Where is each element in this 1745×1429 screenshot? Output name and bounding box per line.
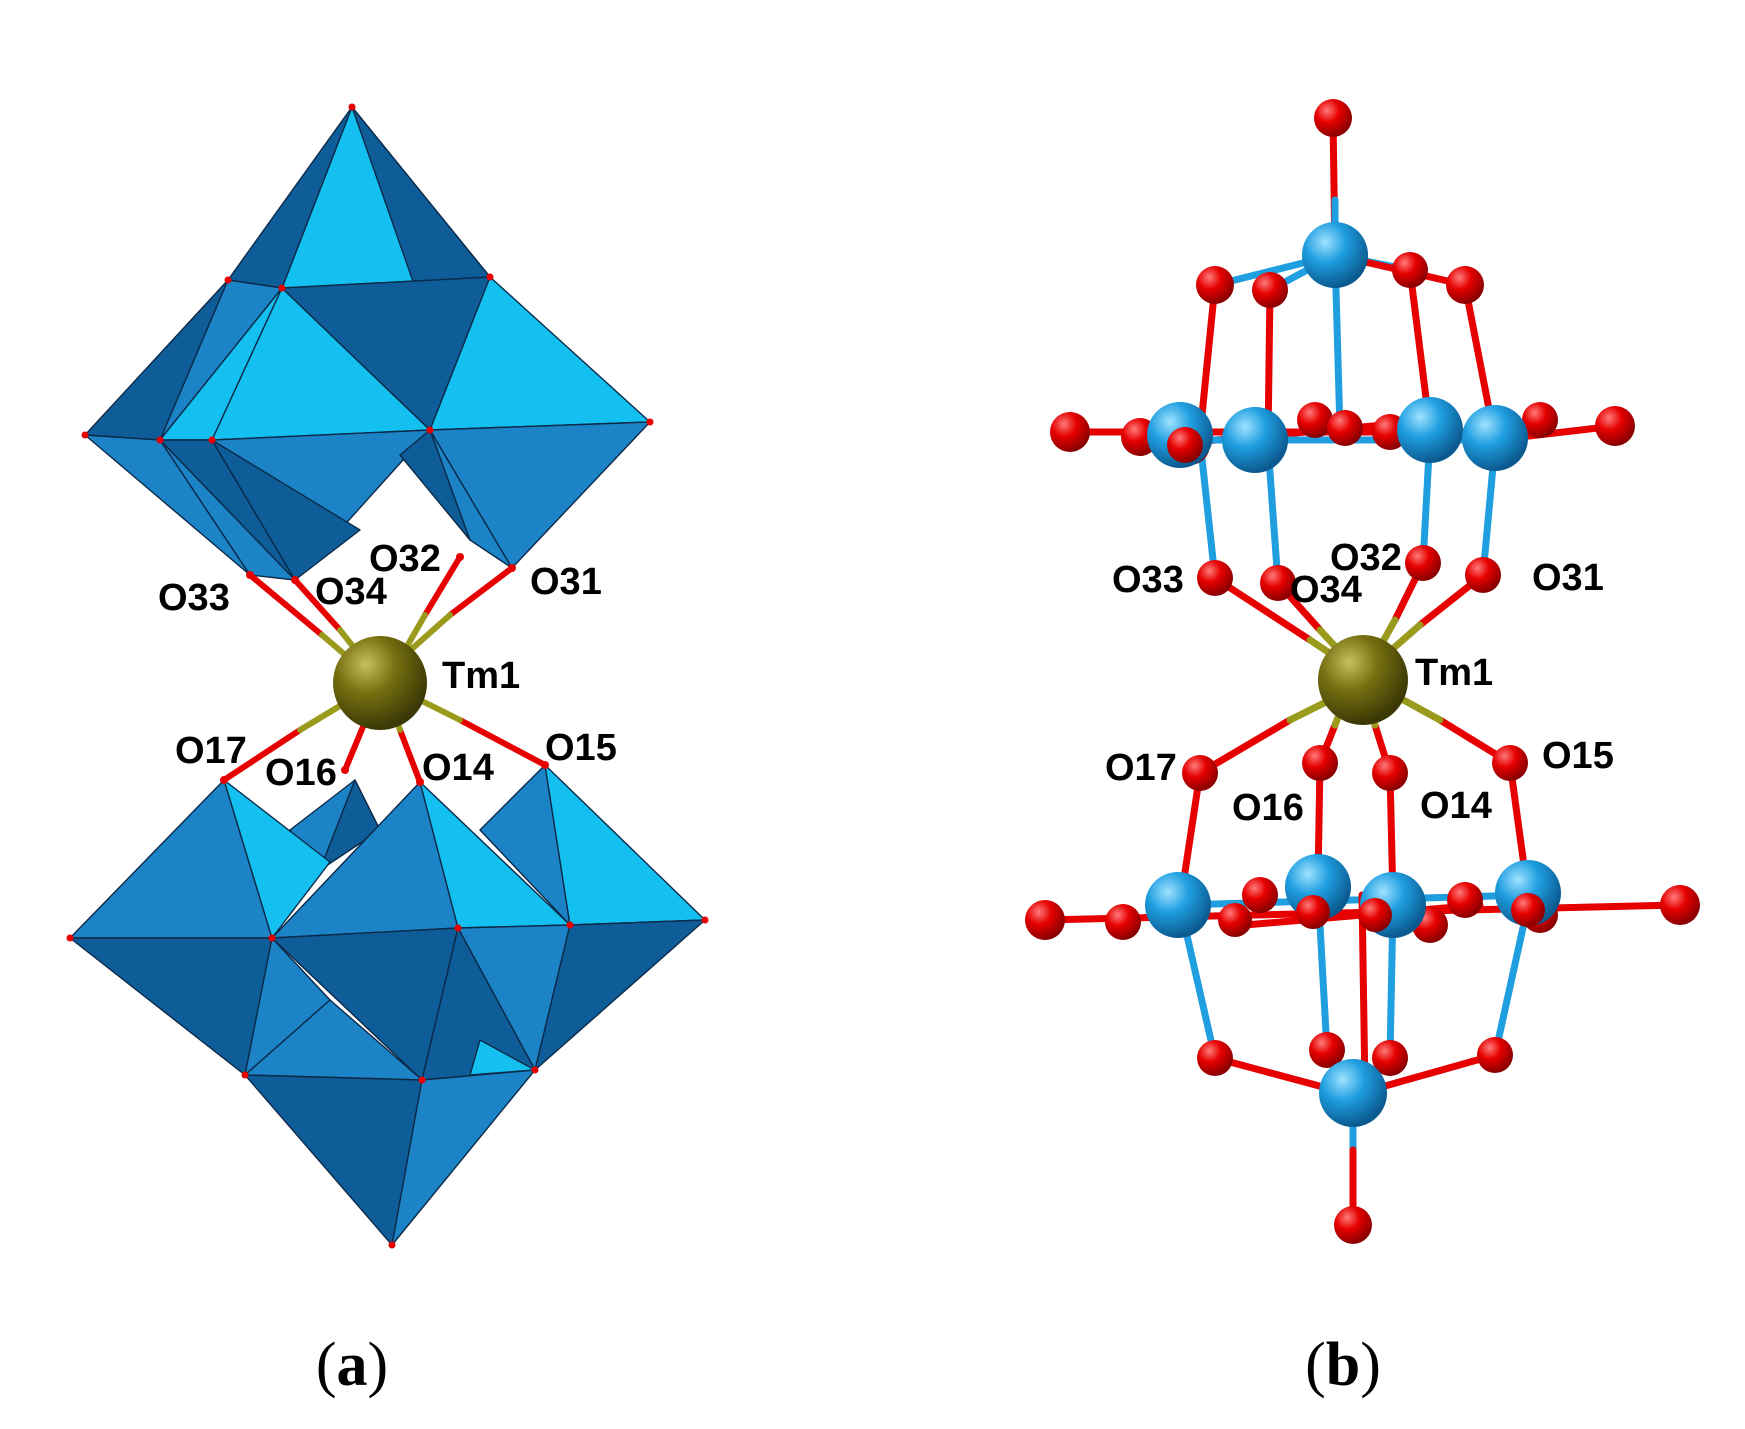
lower-octahedron-face [391,1069,536,1246]
label-o16: O16 [1232,787,1304,829]
label-tm1: Tm1 [1415,652,1493,694]
bond-tm1-o31 [447,565,515,618]
label-o34: O34 [1290,569,1362,611]
panel-b-front-oxygen-atoms [1167,427,1545,937]
lower-octahedron-face [534,919,706,1071]
lower-octahedron-face [244,1074,423,1246]
lower-octahedron-face [319,779,381,871]
panel-b-labels: O33 O34 O32 O31 Tm1 O17 O16 O14 O15 [1105,537,1614,829]
upper-octahedron-face [159,439,296,581]
label-o16: O16 [265,752,337,794]
bond-tm1-o15 [457,717,548,768]
bond-tm1-o32 [422,554,463,618]
label-o32: O32 [1330,537,1402,579]
label-o33: O33 [1112,559,1184,601]
tm1-atom [333,636,427,730]
lower-polyhedra-cluster [69,764,706,1246]
label-o17: O17 [1105,747,1177,789]
label-o14: O14 [422,747,494,789]
lower-octahedron-face [223,779,331,939]
label-o34: O34 [315,571,387,613]
bond-tm1-o17 [221,727,303,783]
upper-octahedron-face [429,421,651,569]
panel-a-oxygen-vertices [66,103,709,1249]
label-o33: O33 [158,577,230,619]
label-o32: O32 [369,538,441,580]
label-o15: O15 [1542,735,1614,777]
lower-octahedron-face [69,937,273,1076]
label-o31: O31 [530,561,602,603]
label-o31: O31 [1532,557,1604,599]
panel-a-polyhedral-view: O33 O34 O32 O31 Tm1 O17 O16 O14 O15 (a) [66,103,709,1399]
bond-tm1-o33 [247,572,325,638]
bond-tm1-o14 [397,727,423,785]
upper-octahedron-face [211,439,361,581]
bond-tm1-o16 [342,719,368,773]
label-o14: O14 [1420,785,1492,827]
panel-b-ball-and-stick-view: O33 O34 O32 O31 Tm1 O17 O16 O14 O15 (b) [1025,99,1700,1399]
caption-b: (b) [1305,1331,1381,1399]
bond-tm1-o31 [402,612,453,658]
panel-a-labels: O33 O34 O32 O31 Tm1 O17 O16 O14 O15 [158,538,617,794]
label-o15: O15 [545,727,617,769]
upper-polyhedra-cluster [84,106,651,581]
label-o17: O17 [175,730,247,772]
label-tm1: Tm1 [442,655,520,697]
panel-b-oxygen-atoms [1025,99,1700,1244]
lower-octahedron-face [544,764,706,926]
caption-a: (a) [316,1331,388,1399]
tm1-atom [1318,635,1408,725]
bond-tm1-o34 [292,577,343,633]
